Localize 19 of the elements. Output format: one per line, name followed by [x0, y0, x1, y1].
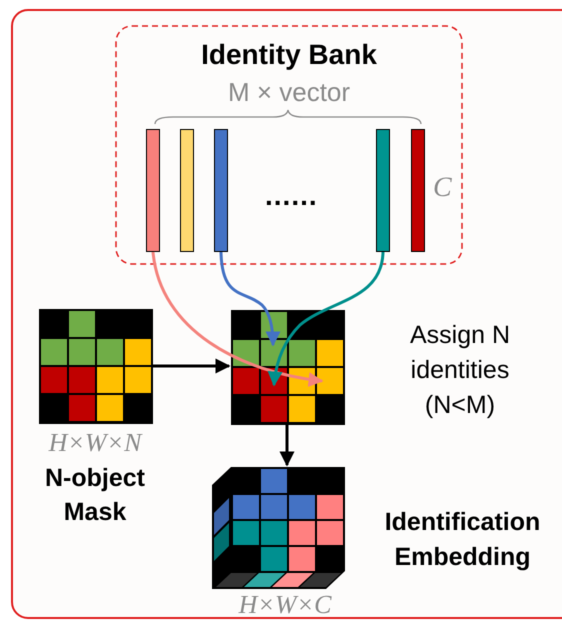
dimension-label: C [433, 172, 452, 204]
node-caption: Assign N identities (N<M) [408, 320, 512, 421]
vector-bar [376, 129, 390, 252]
group-title: Identity Bank [200, 39, 378, 71]
ellipsis-text: ...... [265, 180, 318, 212]
dimension-label: H×W×C [237, 590, 333, 620]
group-subtitle: M × vector [226, 77, 352, 108]
vector-bar [146, 129, 160, 252]
arrow [268, 252, 384, 386]
dimension-label: H×W×N [47, 428, 144, 458]
arrow [152, 252, 324, 386]
arrow [153, 358, 230, 374]
node-caption: N-object Mask [44, 463, 146, 528]
node-caption: Identification Embedding [384, 507, 542, 573]
arrow [220, 252, 280, 346]
vector-bar [214, 129, 228, 252]
vector-bar [180, 129, 194, 252]
vector-bar [411, 129, 425, 252]
arrow [280, 425, 294, 466]
